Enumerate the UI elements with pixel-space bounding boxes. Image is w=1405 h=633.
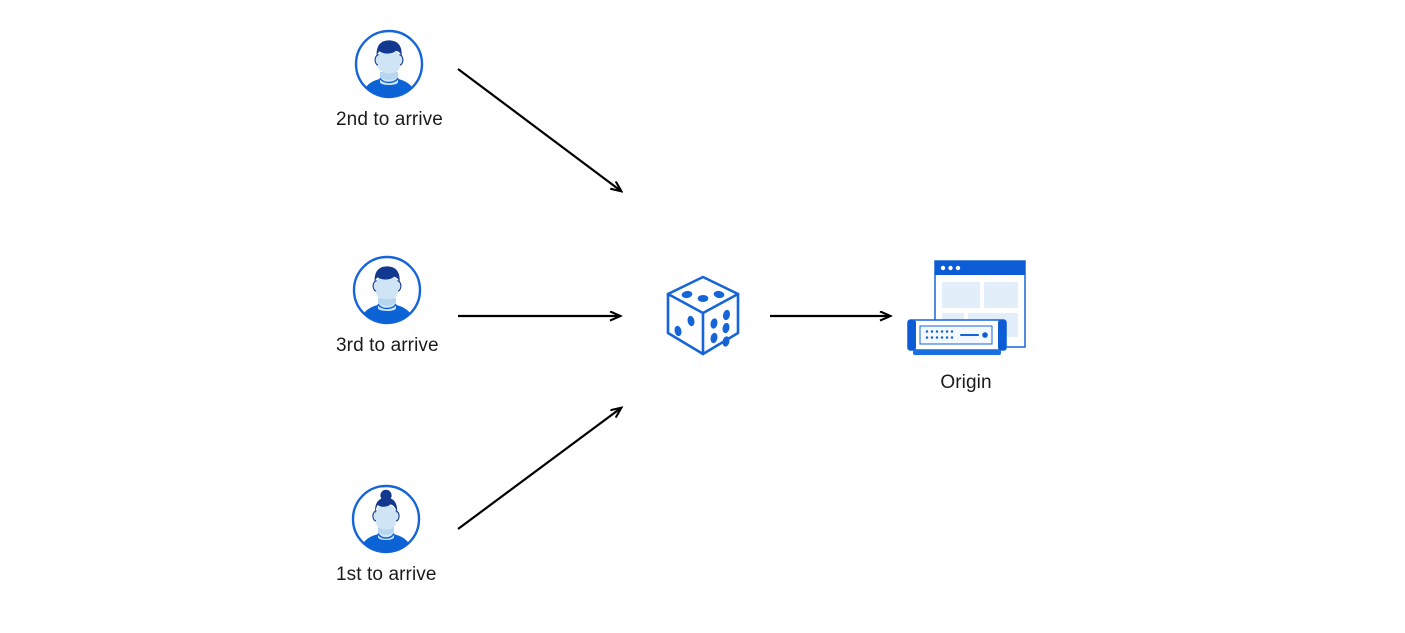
dice-icon <box>655 268 751 364</box>
node-visitor-1st[interactable]: 1st to arrive <box>336 483 437 586</box>
edge-1st-to-dice <box>457 408 621 530</box>
node-label: 3rd to arrive <box>336 335 439 356</box>
user-avatar-male-icon <box>351 254 423 326</box>
node-visitor-3rd[interactable]: 3rd to arrive <box>336 254 439 357</box>
node-randomizer[interactable] <box>655 268 751 364</box>
node-visitor-2nd[interactable]: 2nd to arrive <box>336 28 443 131</box>
server-device <box>907 319 1007 355</box>
node-label: Origin <box>940 372 992 393</box>
node-label: 1st to arrive <box>336 564 437 585</box>
node-origin[interactable]: Origin <box>905 258 1027 394</box>
edge-2nd-to-dice <box>457 68 621 191</box>
origin-server-icon <box>905 258 1027 363</box>
user-avatar-female-icon <box>350 483 422 555</box>
node-label: 2nd to arrive <box>336 109 443 130</box>
user-avatar-male-icon <box>353 28 425 100</box>
